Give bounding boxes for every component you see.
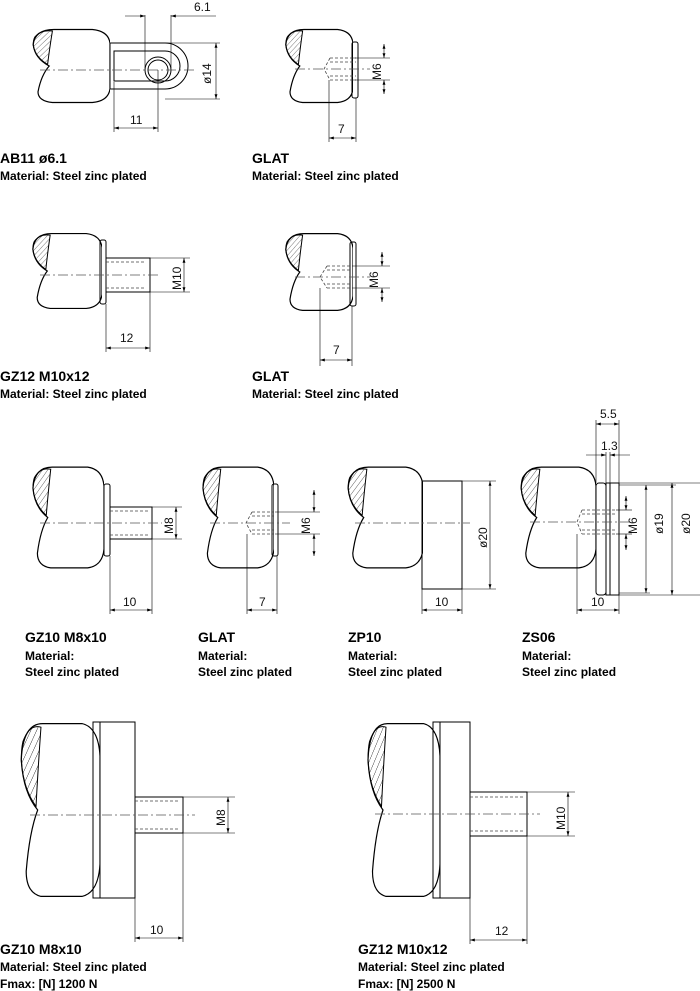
material-value: Steel zinc plated xyxy=(348,665,442,679)
dim-10: 10 xyxy=(123,595,137,609)
part-name: ZP10 xyxy=(348,629,382,645)
part-material: Material: Steel zinc plated xyxy=(252,387,399,401)
dim-m6: M6 xyxy=(626,517,640,534)
part-name: GLAT xyxy=(252,150,290,166)
part-glat-3: M6 7 GLAT Material: Steel zinc plated xyxy=(198,466,320,679)
part-material: Material: Steel zinc plated xyxy=(252,169,399,183)
part-name: GZ12 M10x12 xyxy=(358,941,448,957)
drawing-shape xyxy=(202,466,274,569)
material-label: Material: xyxy=(25,649,74,663)
drawing-shape xyxy=(32,233,102,309)
eye-outline xyxy=(109,42,189,90)
material-label: Material: xyxy=(348,649,397,663)
drawing-shape xyxy=(285,29,353,103)
dim-m6: M6 xyxy=(299,517,313,534)
part-gz12-large: M10 12 GZ12 M10x12 Material: Steel zinc … xyxy=(358,721,575,991)
dim-10: 10 xyxy=(150,923,164,937)
drawing-shape xyxy=(595,482,607,596)
drawing-shape xyxy=(609,482,620,596)
dim-7: 7 xyxy=(259,595,266,609)
drawing-shape xyxy=(319,265,352,289)
drawing-shape xyxy=(605,482,611,596)
dim-12: 12 xyxy=(495,924,509,938)
part-material: Material: Steel zinc plated xyxy=(0,960,147,974)
drawing-shape xyxy=(106,261,146,289)
dim-dia-19: ø19 xyxy=(652,513,666,534)
part-zp10: ø20 10 ZP10 Material: Steel zinc plated xyxy=(347,466,496,679)
part-name: GZ10 M8x10 xyxy=(25,629,107,645)
dim-7: 7 xyxy=(338,122,345,136)
dim-m10: M10 xyxy=(554,806,568,830)
dim-m10: M10 xyxy=(170,266,184,290)
dim-m8: M8 xyxy=(214,809,228,826)
drawing-shape xyxy=(110,510,148,536)
flange xyxy=(351,41,359,99)
drawing-shape xyxy=(347,466,423,569)
drawing-shape xyxy=(323,57,356,81)
drawing-shape xyxy=(520,466,596,569)
drawing-shape xyxy=(439,721,471,899)
drawing-shape xyxy=(349,241,357,307)
part-name: GLAT xyxy=(198,629,236,645)
part-glat-2: M6 7 GLAT Material: Steel zinc plated xyxy=(252,233,399,401)
part-ab11: 6.1 11 ø14 AB11 ø6.1 Material: Steel zin… xyxy=(0,0,220,183)
part-zs06: 5.5 1.3 M6 ø19 ø20 10 ZS06 Material: Ste… xyxy=(520,407,700,679)
material-value: Steel zinc plated xyxy=(522,665,616,679)
material-value: Steel zinc plated xyxy=(25,665,119,679)
dim-10: 10 xyxy=(591,595,605,609)
drawing-shape xyxy=(135,800,180,830)
part-material: Material: Steel zinc plated xyxy=(0,169,147,183)
part-gz10-small: M8 10 GZ10 M8x10 Material: Steel zinc pl… xyxy=(25,466,182,679)
drawing-shape xyxy=(366,722,440,898)
drawing-shape xyxy=(576,509,616,535)
part-material: Material: Steel zinc plated xyxy=(0,387,147,401)
drawing-shape xyxy=(271,483,279,557)
dim-12: 12 xyxy=(120,331,134,345)
dim-m6: M6 xyxy=(370,63,384,80)
drawing-shape xyxy=(245,511,274,535)
material-label: Material: xyxy=(198,649,247,663)
material-label: Material: xyxy=(522,649,571,663)
dim-11: 11 xyxy=(130,113,143,127)
part-material: Material: Steel zinc plated xyxy=(358,960,505,974)
dim-1-3: 1.3 xyxy=(601,439,618,453)
drawing-shape xyxy=(103,483,111,557)
dim-m8: M8 xyxy=(162,517,176,534)
eye-slot xyxy=(113,50,181,82)
part-gz10-large: M8 10 GZ10 M8x10 Material: Steel zinc pl… xyxy=(0,721,235,991)
dim-dia-14: ø14 xyxy=(200,63,214,84)
drawing-shape xyxy=(99,721,136,899)
ball-socket-body xyxy=(32,29,110,103)
dim-5-5: 5.5 xyxy=(600,407,617,421)
part-name: GZ10 M8x10 xyxy=(0,941,82,957)
part-gz12-small: M10 12 GZ12 M10x12 Material: Steel zinc … xyxy=(0,233,190,401)
drawing-shape xyxy=(20,722,100,898)
dim-dia-20: ø20 xyxy=(476,527,490,548)
drawing-shape xyxy=(32,466,104,569)
dim-10: 10 xyxy=(435,595,449,609)
dim-7: 7 xyxy=(333,343,340,357)
material-value: Steel zinc plated xyxy=(198,665,292,679)
part-name: GZ12 M10x12 xyxy=(0,368,90,384)
drawing-shape xyxy=(285,233,353,311)
dim-6-1: 6.1 xyxy=(194,0,211,14)
dim-m6: M6 xyxy=(367,271,381,288)
part-name: ZS06 xyxy=(522,629,556,645)
part-name: AB11 ø6.1 xyxy=(0,150,67,166)
dim-dia-20: ø20 xyxy=(679,513,693,534)
part-name: GLAT xyxy=(252,368,290,384)
part-glat-1: M6 7 GLAT Material: Steel zinc plated xyxy=(252,29,399,183)
cylinder-pin xyxy=(421,480,463,590)
part-fmax: Fmax: [N] 1200 N xyxy=(0,977,97,991)
part-fmax: Fmax: [N] 2500 N xyxy=(358,977,455,991)
drawing-shape xyxy=(470,796,523,832)
